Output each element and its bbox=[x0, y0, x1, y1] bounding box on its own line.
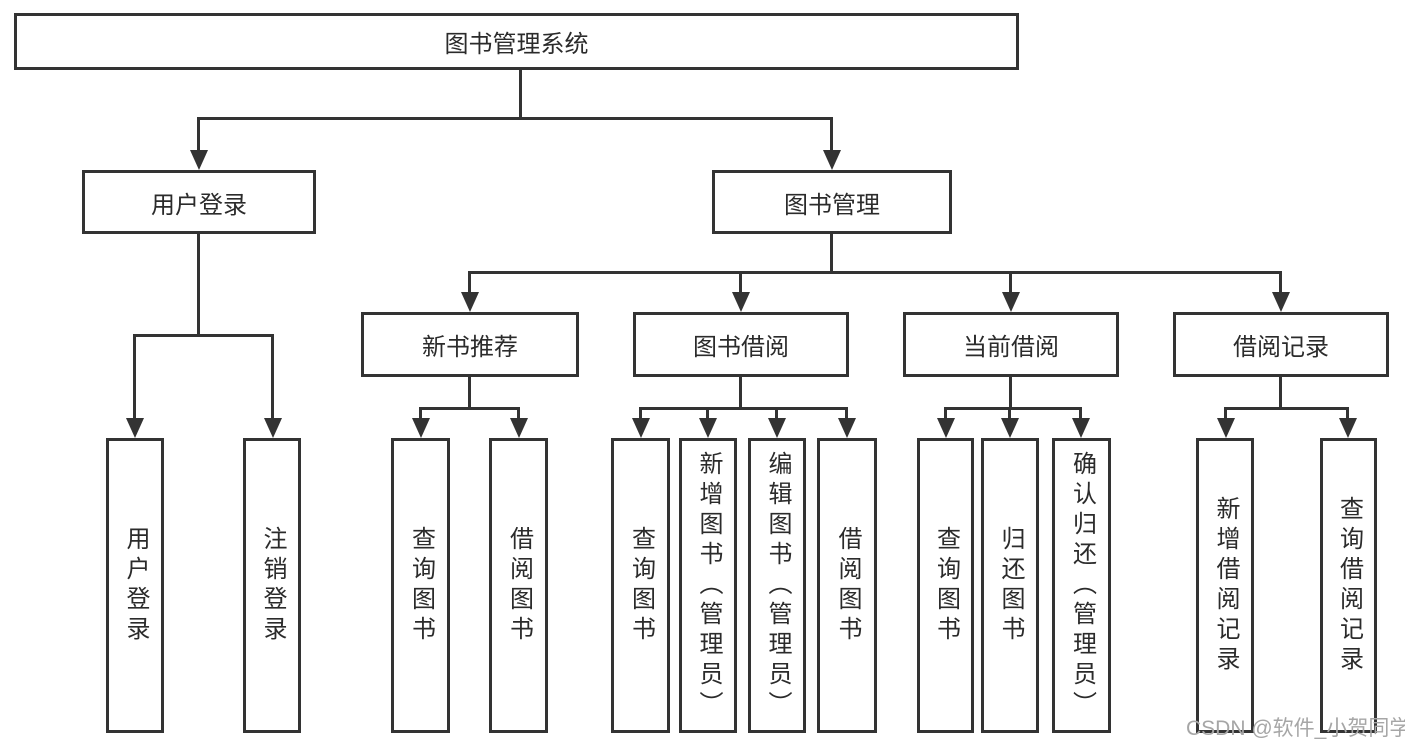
connector-arrow-leaf bbox=[1338, 407, 1357, 438]
leaf-query-books-3: 查询图书 bbox=[917, 438, 974, 733]
connector-user-login-stem bbox=[197, 234, 200, 334]
leaf-return-books: 归还图书 bbox=[981, 438, 1039, 733]
leaf-label: 用户登录 bbox=[122, 525, 149, 646]
node-book-management: 图书管理 bbox=[712, 170, 952, 234]
leaf-label: 查询图书 bbox=[627, 525, 655, 646]
leaf-borrow-books-1: 借阅图书 bbox=[489, 438, 548, 733]
node-new-book-recommend: 新书推荐 bbox=[361, 312, 579, 377]
connector-arrow-borrowing bbox=[731, 271, 750, 312]
leaf-logout: 注销登录 bbox=[243, 438, 301, 733]
leaf-query-borrow-record: 查询借阅记录 bbox=[1320, 438, 1377, 733]
leaf-label: 确认归还（管理员） bbox=[1068, 450, 1096, 721]
node-label: 图书管理 bbox=[784, 191, 880, 219]
connector-arrow-login-leaf bbox=[125, 334, 144, 438]
connector-records-bar bbox=[1224, 407, 1349, 410]
leaf-label: 编辑图书（管理员） bbox=[764, 450, 791, 721]
connector-arrow-leaf bbox=[767, 407, 786, 438]
connector-arrow-leaf bbox=[411, 407, 430, 438]
node-label: 借阅记录 bbox=[1233, 334, 1329, 361]
node-label: 图书借阅 bbox=[693, 334, 789, 361]
connector-arrow-leaf bbox=[936, 407, 955, 438]
connector-arrow-user-login bbox=[189, 117, 208, 170]
node-label: 用户登录 bbox=[151, 191, 247, 219]
leaf-label: 借阅图书 bbox=[505, 525, 533, 646]
connector-current-bar bbox=[944, 407, 1081, 410]
leaf-label: 新增借阅记录 bbox=[1212, 495, 1239, 676]
leaf-label: 新增图书（管理员） bbox=[695, 450, 722, 721]
connector-arrow-new-books bbox=[460, 271, 479, 312]
connector-arrow-leaf bbox=[1216, 407, 1235, 438]
leaf-label: 注销登录 bbox=[259, 525, 286, 646]
connector-arrow-leaf bbox=[698, 407, 717, 438]
node-borrow-records: 借阅记录 bbox=[1173, 312, 1389, 377]
leaf-query-books-2: 查询图书 bbox=[611, 438, 670, 733]
leaf-borrow-books-2: 借阅图书 bbox=[817, 438, 877, 733]
connector-user-login-bar bbox=[134, 334, 273, 337]
leaf-label: 查询图书 bbox=[407, 525, 435, 646]
leaf-label: 归还图书 bbox=[997, 525, 1024, 646]
node-label: 当前借阅 bbox=[963, 334, 1059, 361]
connector-level3-bar bbox=[468, 271, 1282, 274]
node-label: 新书推荐 bbox=[422, 334, 518, 361]
connector-new-books-stem bbox=[468, 377, 471, 407]
leaf-label: 查询借阅记录 bbox=[1335, 495, 1363, 676]
connector-arrow-records bbox=[1271, 271, 1290, 312]
connector-current-stem bbox=[1009, 377, 1012, 407]
connector-records-stem bbox=[1279, 377, 1282, 407]
connector-new-books-bar bbox=[419, 407, 519, 410]
leaf-label: 查询图书 bbox=[932, 525, 960, 646]
connector-borrowing-bar bbox=[639, 407, 847, 410]
leaf-edit-books-admin: 编辑图书（管理员） bbox=[748, 438, 806, 733]
leaf-add-books-admin: 新增图书（管理员） bbox=[679, 438, 737, 733]
leaf-user-login: 用户登录 bbox=[106, 438, 164, 733]
connector-arrow-leaf bbox=[1071, 407, 1090, 438]
node-root-label: 图书管理系统 bbox=[444, 31, 589, 58]
leaf-label: 借阅图书 bbox=[834, 525, 861, 646]
connector-arrow-book-mgmt bbox=[822, 117, 841, 170]
connector-level2-bar bbox=[198, 117, 833, 120]
connector-arrow-leaf bbox=[1000, 407, 1019, 438]
node-user-login: 用户登录 bbox=[82, 170, 316, 234]
leaf-query-books-1: 查询图书 bbox=[391, 438, 450, 733]
node-current-borrowing: 当前借阅 bbox=[903, 312, 1119, 377]
leaf-add-borrow-record: 新增借阅记录 bbox=[1196, 438, 1254, 733]
node-book-borrowing: 图书借阅 bbox=[633, 312, 849, 377]
connector-book-mgmt-stem bbox=[830, 234, 833, 271]
connector-arrow-leaf bbox=[837, 407, 856, 438]
watermark: CSDN @软件_小贺同学 bbox=[1186, 717, 1405, 740]
connector-arrow-leaf bbox=[509, 407, 528, 438]
connector-arrow-leaf bbox=[631, 407, 650, 438]
connector-root-stem bbox=[519, 70, 522, 117]
node-root: 图书管理系统 bbox=[14, 13, 1019, 70]
leaf-confirm-return-admin: 确认归还（管理员） bbox=[1052, 438, 1111, 733]
connector-arrow-current bbox=[1001, 271, 1020, 312]
connector-borrowing-stem bbox=[739, 377, 742, 407]
connector-arrow-logout-leaf bbox=[263, 334, 282, 438]
